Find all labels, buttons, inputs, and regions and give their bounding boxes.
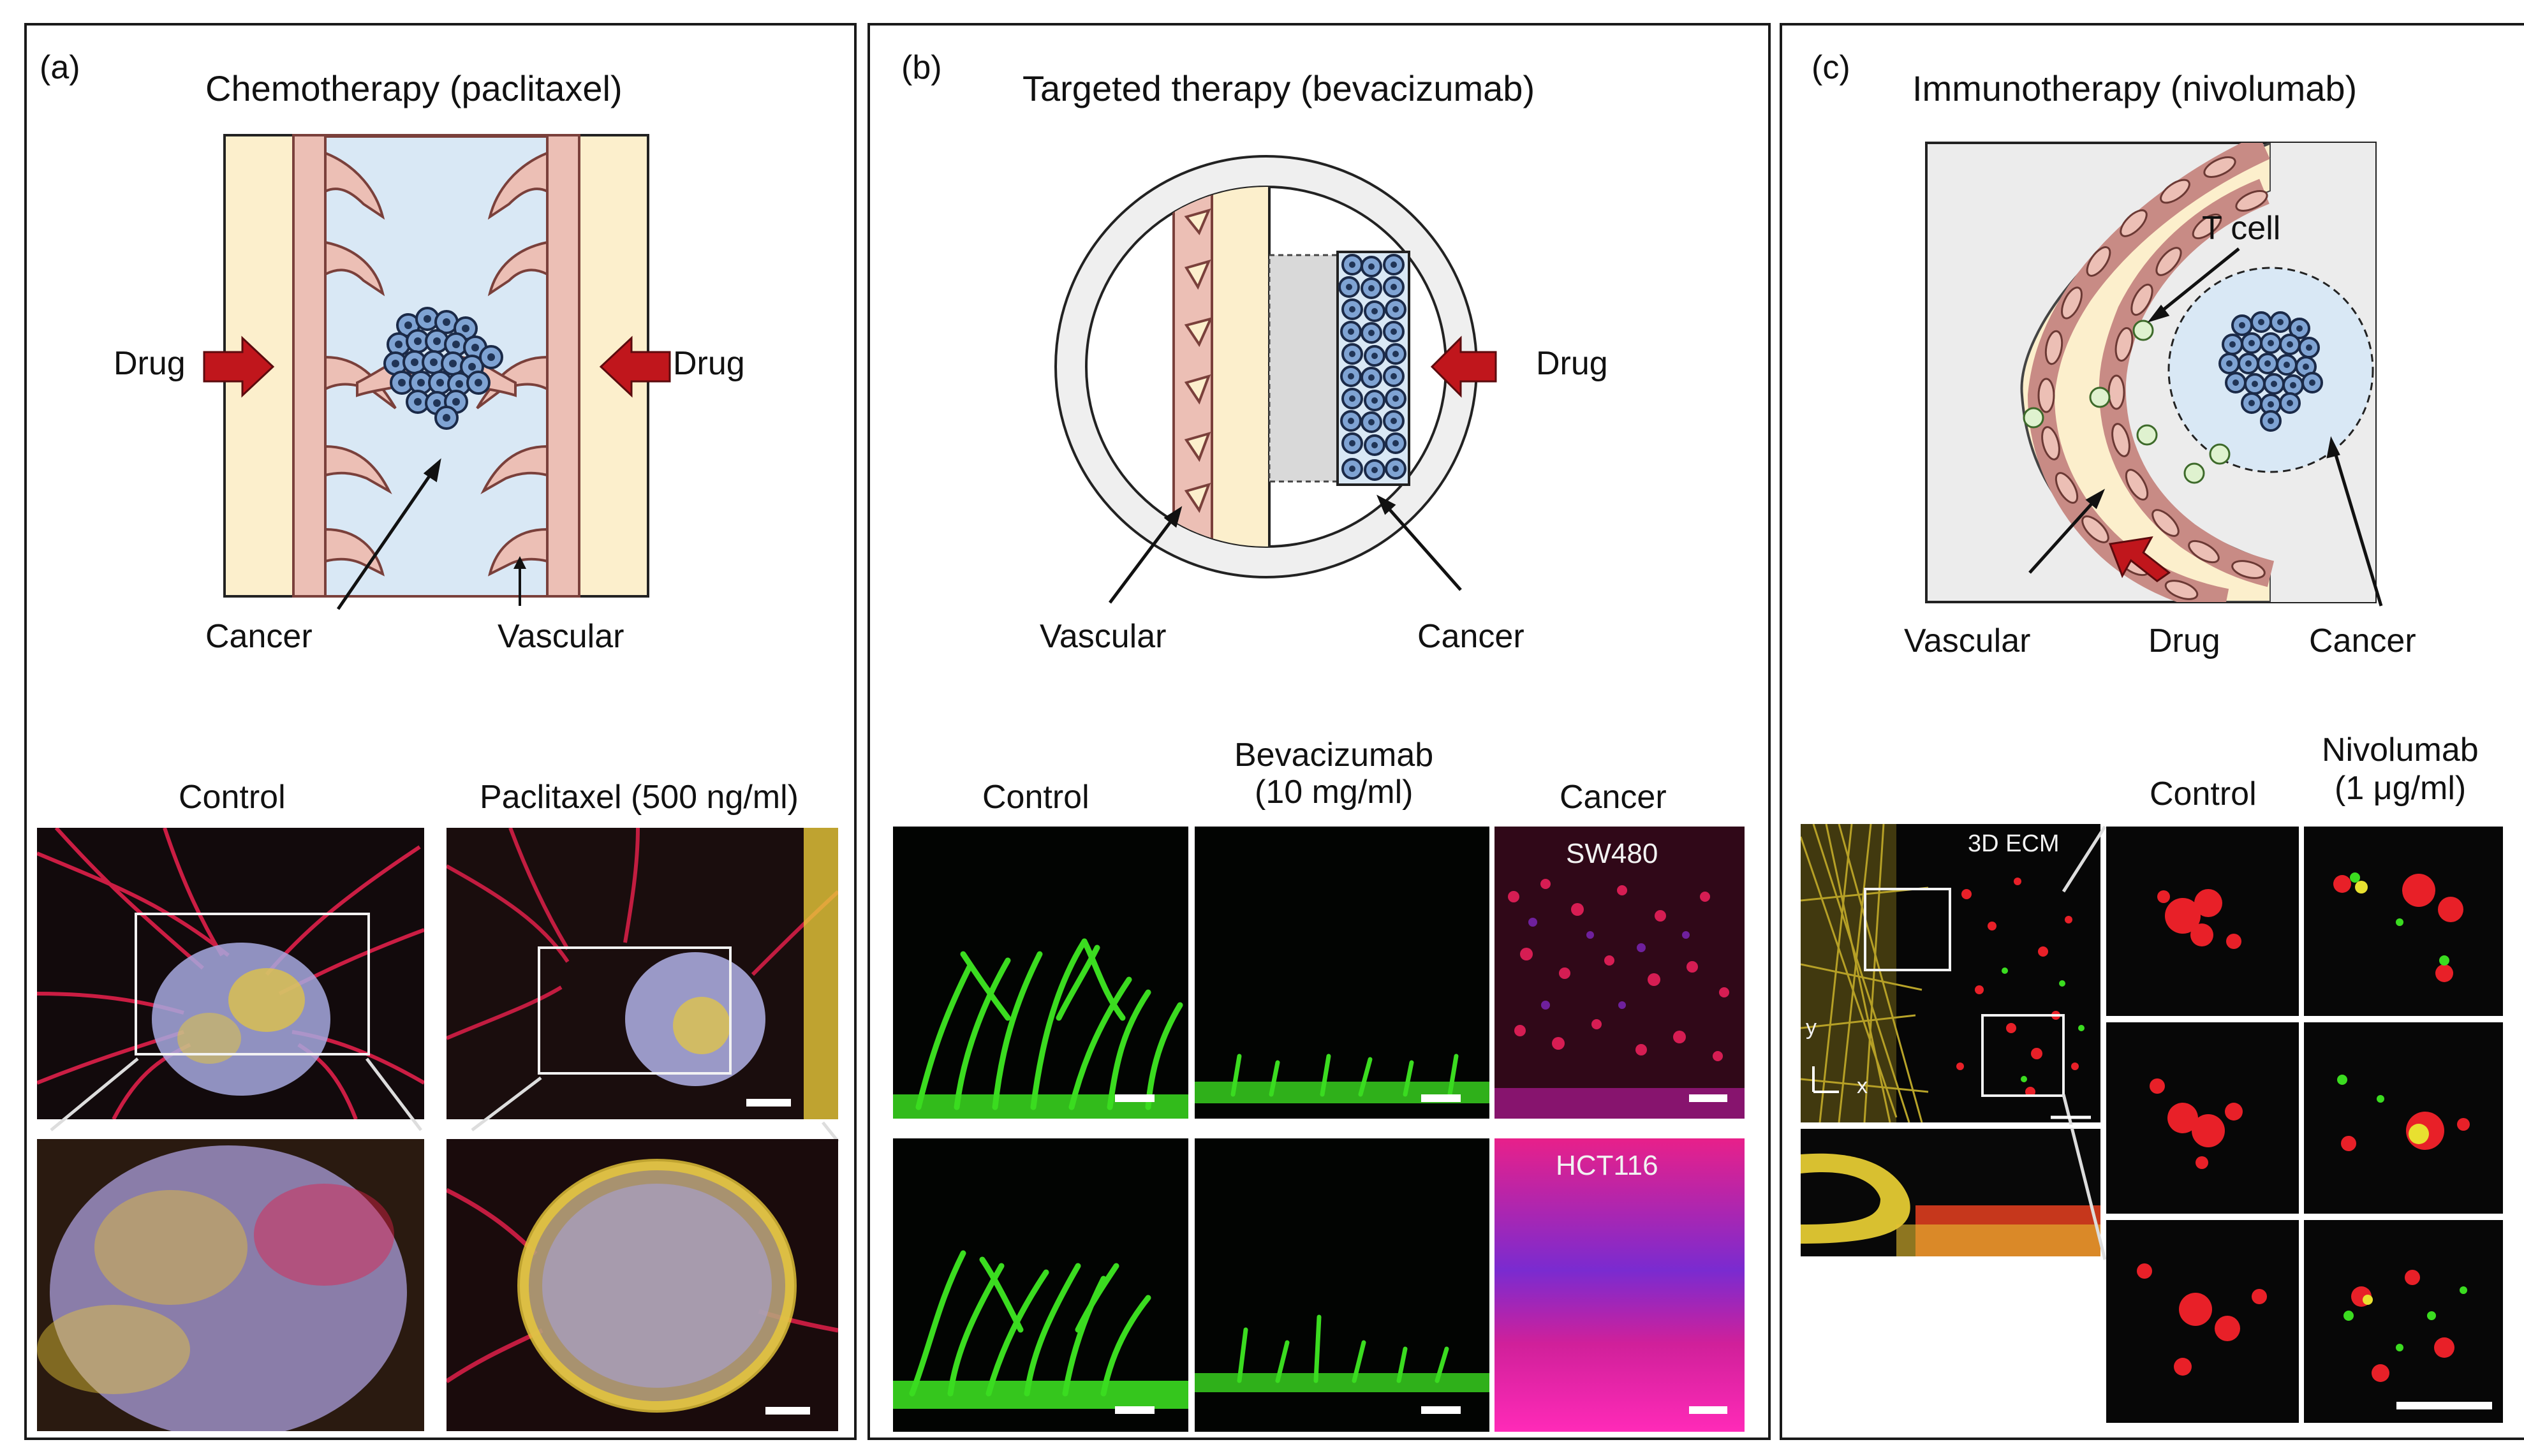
scale-bar [1421, 1406, 1461, 1414]
scale-bar [1421, 1094, 1461, 1102]
scale-bar [1115, 1094, 1155, 1102]
panel-c-tag: (c) [1812, 49, 1850, 86]
column-header-control: Control [982, 779, 1089, 816]
column-header-paclitaxel: Paclitaxel (500 ng/ml) [480, 779, 799, 816]
micrograph-c-nivolumab-1 [2304, 827, 2503, 1016]
scale-bar [746, 1099, 791, 1107]
panel-c-title: Immunotherapy (nivolumab) [1912, 68, 2358, 108]
ecm-label: 3D ECM [1968, 830, 2060, 857]
column-header-nivolumab-dose: (1 μg/ml) [2335, 770, 2467, 807]
scale-bar [1115, 1406, 1155, 1414]
micrograph-b-control-2 [893, 1138, 1188, 1432]
scale-bar [765, 1407, 810, 1415]
micrograph-c-control-3 [2106, 1220, 2299, 1423]
axis-y-label: y [1806, 1015, 1817, 1040]
vascular-label: Vascular [1904, 622, 2031, 659]
column-header-control: Control [2150, 776, 2257, 813]
drug-label-left: Drug [114, 345, 186, 382]
micrograph-c-control-2 [2106, 1022, 2299, 1214]
micrograph-a-control-zoom [37, 1139, 424, 1431]
micrograph-a-paclitaxel [446, 828, 838, 1119]
scale-bar [1689, 1094, 1727, 1102]
tcell-label: T cell [2202, 210, 2281, 247]
micrograph-c-control-1 [2106, 827, 2299, 1016]
axis-x-label: x [1857, 1074, 1868, 1098]
micrograph-a-control [37, 828, 424, 1119]
column-header-bevacizumab: Bevacizumab [1234, 737, 1434, 774]
vascular-label: Vascular [1040, 618, 1167, 655]
vascular-label: Vascular [498, 618, 624, 655]
cancer-label: Cancer [2309, 622, 2416, 659]
column-header-control: Control [179, 779, 286, 816]
cancer-label: Cancer [1417, 618, 1524, 655]
column-header-cancer: Cancer [1560, 779, 1667, 816]
micrograph-b-hct116: HCT116 [1494, 1138, 1745, 1432]
micrograph-b-bevacizumab-1 [1195, 827, 1489, 1119]
drug-label: Drug [1536, 345, 1608, 382]
drug-label: Drug [2148, 622, 2220, 659]
panel-b-title: Targeted therapy (bevacizumab) [1022, 68, 1535, 108]
panel-a-tag: (a) [40, 49, 80, 86]
micrograph-b-sw480: SW480 [1494, 827, 1745, 1119]
column-header-bevacizumab-dose: (10 mg/ml) [1255, 774, 1413, 811]
scale-bar [1689, 1406, 1727, 1414]
micrograph-c-nivolumab-2 [2304, 1022, 2503, 1214]
micrograph-c-side-view [1801, 1129, 2100, 1256]
panel-b-tag: (b) [901, 49, 942, 86]
panel-a-title: Chemotherapy (paclitaxel) [205, 68, 623, 108]
cell-line-label-sw480: SW480 [1566, 838, 1658, 869]
micrograph-b-control-1 [893, 827, 1188, 1119]
micrograph-c-overview: 3D ECM y x [1801, 824, 2100, 1122]
micrograph-a-paclitaxel-zoom [446, 1139, 838, 1431]
cell-line-label-hct116: HCT116 [1556, 1150, 1658, 1181]
column-header-nivolumab: Nivolumab [2322, 732, 2479, 768]
drug-label-right: Drug [673, 345, 745, 382]
cancer-label: Cancer [205, 618, 313, 655]
micrograph-b-bevacizumab-2 [1195, 1138, 1489, 1432]
micrograph-c-nivolumab-3 [2304, 1220, 2503, 1423]
scale-bar [2396, 1402, 2492, 1409]
